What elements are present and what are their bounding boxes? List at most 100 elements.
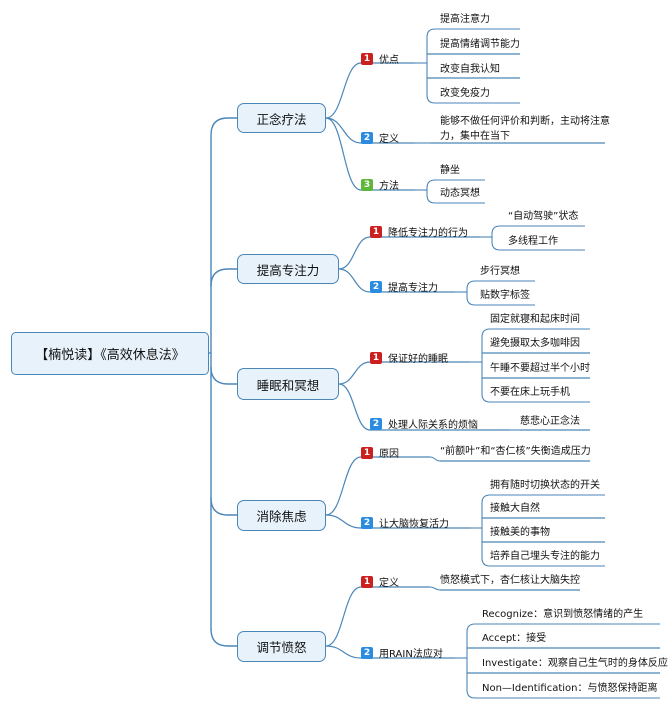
- connector-line: [466, 623, 660, 633]
- leaf: “前额叶”和“杏仁核”失衡造成压力: [440, 446, 591, 457]
- sub-node[interactable]: 2 提高专注力: [370, 279, 438, 294]
- connector-line: [325, 586, 362, 647]
- connector-line: [491, 225, 585, 235]
- sub-node[interactable]: 1 定义: [361, 574, 399, 589]
- connector-line: [426, 179, 485, 189]
- badge-1: 1: [361, 446, 373, 459]
- connector-line: [466, 296, 535, 306]
- sub-node[interactable]: 2 用RAIN法应对: [361, 645, 443, 660]
- root-node[interactable]: 【楠悦读】《高效休息法》: [11, 332, 209, 375]
- branch-node[interactable]: 提高专注力: [237, 254, 339, 284]
- leaf: Recognize：意识到愤怒情绪的产生: [482, 609, 644, 620]
- connector-line: [338, 268, 371, 293]
- leaf: 贴数字标签: [480, 290, 530, 301]
- badge-2: 2: [361, 131, 373, 144]
- badge-2: 2: [370, 280, 382, 293]
- connector-line: [325, 514, 362, 529]
- leaf: 慈悲心正念法: [520, 416, 580, 427]
- sub-node[interactable]: 1 原因: [361, 445, 399, 460]
- sub-label: 用RAIN法应对: [379, 649, 443, 660]
- sub-label: 定义: [379, 578, 399, 589]
- connector-line: [426, 94, 520, 104]
- connector-line: [466, 689, 660, 699]
- leaf: Investigate：观察自己生气时的身体反应: [482, 658, 668, 669]
- leaf: 改变免疫力: [440, 88, 490, 99]
- sub-label: 原因: [379, 449, 399, 460]
- badge-1: 1: [361, 575, 373, 588]
- connector-line: [210, 117, 237, 136]
- branch-node[interactable]: 正念疗法: [237, 103, 326, 133]
- sub-label: 处理人际关系的烦恼: [388, 420, 478, 431]
- connector-line: [481, 557, 605, 567]
- sub-node[interactable]: 1 降低专注力的行为: [370, 224, 468, 239]
- leaf: 避免摄取太多咖啡因: [490, 338, 580, 349]
- badge-1: 1: [361, 52, 373, 65]
- badge-3: 3: [361, 178, 373, 191]
- connector-line: [325, 117, 362, 144]
- leaf: 提高情绪调节能力: [440, 39, 520, 50]
- connector-line: [210, 497, 237, 516]
- connector-line: [491, 241, 585, 251]
- leaf: Non—Identification：与愤怒保持距离: [482, 683, 658, 694]
- sub-label: 让大脑恢复活力: [379, 519, 449, 530]
- sub-label: 定义: [379, 134, 399, 145]
- sub-label: 提高专注力: [388, 283, 438, 294]
- leaf: 接触美的事物: [490, 527, 550, 538]
- leaf: 多线程工作: [508, 236, 558, 247]
- connector-line: [325, 62, 362, 119]
- sub-node[interactable]: 2 处理人际关系的烦恼: [370, 416, 478, 431]
- sub-node[interactable]: 1 保证好的睡眠: [370, 350, 448, 365]
- connector-line: [466, 280, 535, 290]
- connector-line: [481, 393, 590, 403]
- leaf: 静坐: [440, 165, 460, 176]
- connector-line: [426, 28, 520, 38]
- leaf: 改变自我认知: [440, 64, 500, 75]
- sub-node[interactable]: 3 方法: [361, 177, 399, 192]
- connector-line: [481, 328, 590, 338]
- connector-line: [210, 268, 237, 287]
- leaf: 提高注意力: [440, 14, 490, 25]
- connector-line: [429, 586, 441, 591]
- leaf: 固定就寝和起床时间: [490, 314, 580, 325]
- sub-label: 保证好的睡眠: [388, 354, 448, 365]
- leaf: 不要在床上玩手机: [490, 387, 570, 398]
- connector-line: [338, 361, 371, 385]
- sub-node[interactable]: 2 让大脑恢复活力: [361, 515, 449, 530]
- leaf: 拥有随时切换状态的开关: [490, 480, 600, 491]
- badge-1: 1: [370, 351, 382, 364]
- leaf: 午睡不要超过半个小时: [490, 363, 590, 374]
- connector-line: [481, 494, 605, 504]
- connector-line: [429, 456, 441, 462]
- connector-line: [325, 456, 362, 516]
- connector-line: [338, 236, 371, 270]
- sub-label: 方法: [379, 181, 399, 192]
- connector-line: [210, 628, 237, 647]
- connector-line: [426, 194, 485, 204]
- sub-label: 降低专注力的行为: [388, 228, 468, 239]
- connector-line: [338, 383, 371, 431]
- connector-line: [325, 645, 362, 659]
- badge-2: 2: [370, 417, 382, 430]
- sub-label: 优点: [379, 55, 399, 66]
- badge-1: 1: [370, 225, 382, 238]
- leaf: 动态冥想: [440, 188, 480, 199]
- branch-node[interactable]: 调节愤怒: [237, 631, 326, 662]
- connector-line: [210, 366, 237, 385]
- badge-2: 2: [361, 516, 373, 529]
- leaf: 培养自己埋头专注的能力: [490, 551, 600, 562]
- sub-node[interactable]: 2 定义: [361, 130, 399, 145]
- branch-node[interactable]: 消除焦虑: [237, 500, 326, 531]
- leaf: 步行冥想: [480, 266, 520, 277]
- leaf: 接触大自然: [490, 503, 540, 514]
- leaf: 愤怒模式下，杏仁核让大脑失控: [440, 575, 580, 586]
- connector-line: [325, 117, 362, 191]
- branch-node[interactable]: 睡眠和冥想: [237, 368, 339, 400]
- sub-node[interactable]: 1 优点: [361, 51, 399, 66]
- badge-2: 2: [361, 646, 373, 659]
- leaf: Accept：接受: [482, 633, 547, 644]
- leaf: 力，集中在当下: [440, 131, 510, 142]
- leaf: “自动驾驶”状态: [508, 211, 579, 222]
- leaf: 能够不做任何评价和判断，主动将注意: [440, 116, 610, 127]
